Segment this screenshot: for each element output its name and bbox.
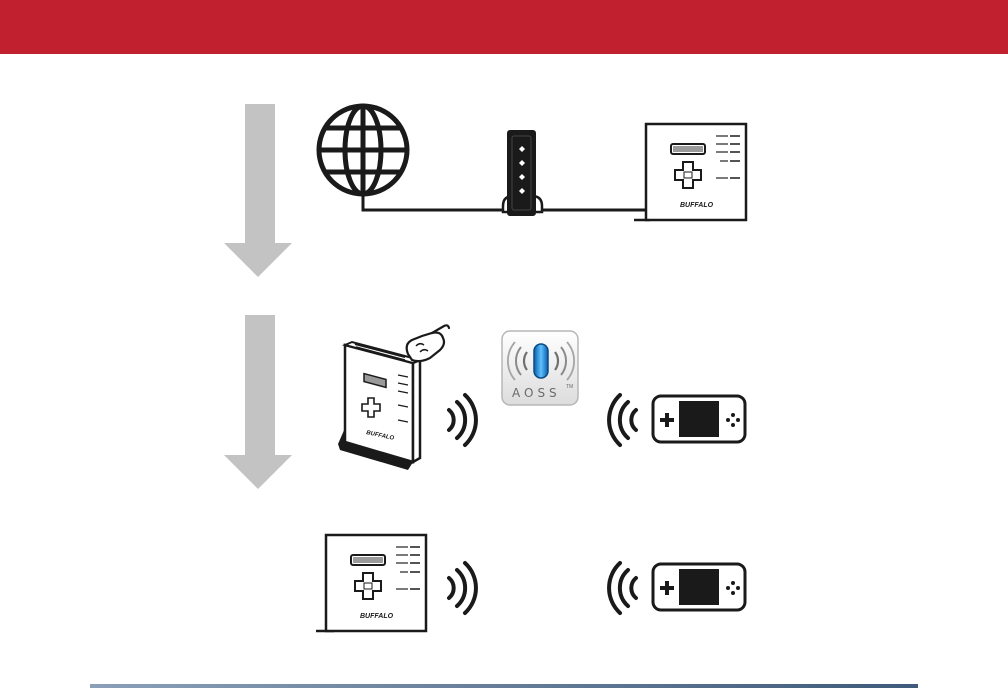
brand-label: BUFFALO bbox=[360, 613, 394, 620]
modem-icon bbox=[503, 130, 542, 216]
down-arrow-icon bbox=[224, 104, 292, 277]
arrow-head bbox=[224, 243, 292, 277]
aoss-label: AOSS bbox=[512, 386, 561, 400]
aoss-button-icon: AOSS TM bbox=[502, 331, 578, 405]
handheld-console-icon bbox=[653, 564, 745, 610]
router-icon: BUFFALO bbox=[338, 342, 420, 470]
brand-label: BUFFALO bbox=[680, 202, 714, 209]
aoss-trademark: TM bbox=[566, 384, 573, 390]
down-arrow-icon bbox=[224, 315, 292, 489]
arrow-shaft bbox=[245, 104, 275, 244]
globe-icon bbox=[319, 106, 407, 194]
router-icon: BUFFALO bbox=[634, 124, 746, 220]
router-icon: BUFFALO bbox=[316, 535, 426, 631]
arrow-shaft bbox=[245, 315, 275, 456]
pointing-hand-icon bbox=[407, 325, 449, 361]
wireless-signal-icon bbox=[449, 563, 476, 613]
wireless-signal-icon bbox=[449, 395, 476, 445]
handheld-console-icon bbox=[653, 396, 745, 442]
wireless-signal-icon bbox=[609, 563, 636, 613]
wireless-signal-icon bbox=[609, 395, 636, 445]
cable-internet-modem bbox=[363, 194, 503, 210]
arrow-head bbox=[224, 455, 292, 489]
